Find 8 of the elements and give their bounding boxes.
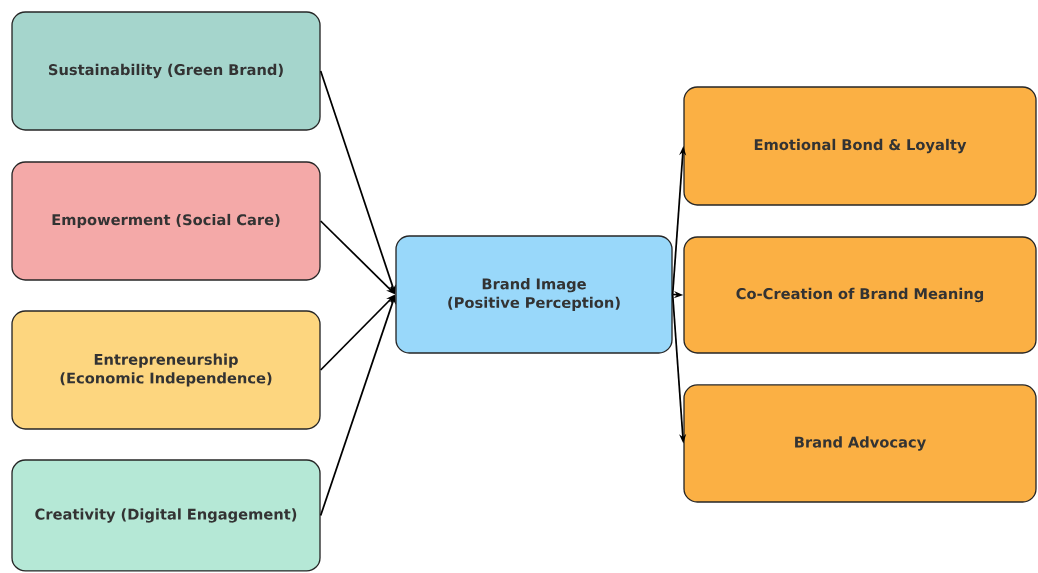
concept-box: Sustainability (Green Brand) (11, 11, 321, 131)
concept-box: Brand Advocacy (683, 384, 1037, 503)
concept-box: Co-Creation of Brand Meaning (683, 236, 1037, 354)
concept-box: Emotional Bond & Loyalty (683, 86, 1037, 206)
concept-box: Empowerment (Social Care) (11, 161, 321, 281)
concept-box: Creativity (Digital Engagement) (11, 459, 321, 572)
concept-box: Brand Image (Positive Perception) (395, 235, 673, 354)
concept-box: Entrepreneurship (Economic Independence) (11, 310, 321, 430)
